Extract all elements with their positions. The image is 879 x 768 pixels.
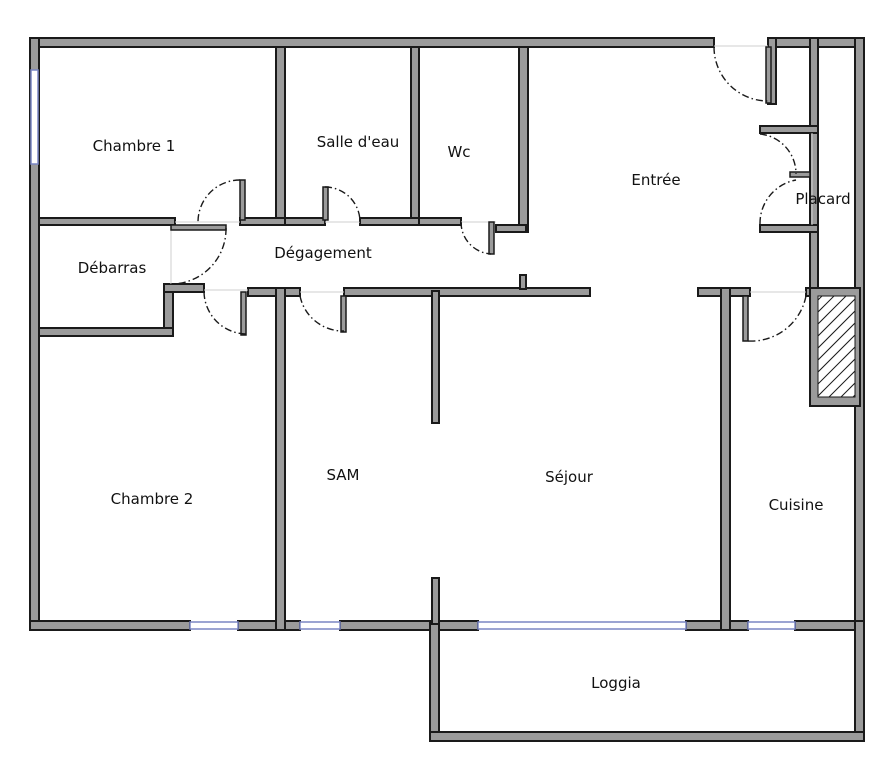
door-wc	[460, 221, 496, 255]
label-cuisine: Cuisine	[769, 496, 824, 514]
window-chambre-2	[189, 621, 239, 630]
window-chambre-1	[30, 69, 39, 165]
label-sam: SAM	[326, 466, 359, 484]
door-debarras	[170, 224, 227, 285]
door-entree	[713, 45, 772, 104]
label-salle-deau: Salle d'eau	[317, 133, 400, 151]
label-degagement: Dégagement	[274, 244, 372, 262]
label-chambre-2: Chambre 2	[111, 490, 194, 508]
label-loggia: Loggia	[591, 674, 641, 692]
label-wc: Wc	[447, 143, 470, 161]
door-sam	[299, 291, 347, 333]
label-chambre-1: Chambre 1	[93, 137, 176, 155]
doors	[170, 45, 813, 342]
door-placard	[759, 133, 813, 225]
door-chambre-2	[203, 289, 248, 336]
windows	[30, 69, 796, 630]
room-labels: Chambre 1 Salle d'eau Wc Entrée Placard …	[78, 133, 851, 692]
hatched-duct	[818, 296, 855, 397]
door-chambre-1	[175, 179, 246, 223]
window-cuisine	[747, 621, 796, 630]
window-sam	[299, 621, 341, 630]
label-placard: Placard	[795, 190, 850, 208]
door-cuisine	[742, 291, 807, 342]
interior-walls	[38, 37, 861, 631]
door-salle-deau	[322, 186, 361, 223]
label-entree: Entrée	[631, 171, 680, 189]
window-sejour	[477, 621, 687, 630]
label-sejour: Séjour	[545, 468, 594, 486]
label-debarras: Débarras	[78, 259, 147, 277]
